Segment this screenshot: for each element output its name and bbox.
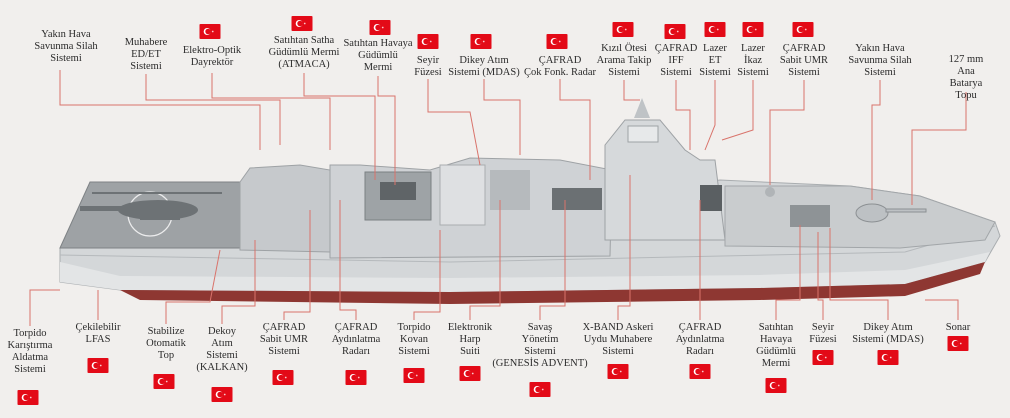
- leader-line: [829, 228, 889, 320]
- turkish-flag-icon: [704, 22, 726, 37]
- leader-line: [29, 289, 60, 326]
- leader-line: [339, 200, 357, 320]
- leader-line: [221, 240, 256, 324]
- bottom-label: Dekoy Atım Sistemi (KALKAN): [196, 326, 248, 373]
- turkish-flag-icon: [607, 364, 629, 379]
- leader-line: [704, 80, 716, 151]
- leader-line: [911, 92, 967, 205]
- bottom-label: ÇAFRAD Aydınlatma Radarı: [675, 322, 725, 357]
- bottom-label: Satıhtan Havaya Güdümlü Mermi: [756, 322, 796, 369]
- bridge-mast: [604, 119, 726, 241]
- turkish-flag-icon: [742, 22, 764, 37]
- leader-line: [817, 232, 824, 320]
- top-label: Yakın Hava Savunma Silah Sistemi: [34, 29, 98, 64]
- turkish-flag-icon: [459, 366, 481, 381]
- leader-line: [925, 299, 959, 320]
- main-gun: [855, 203, 927, 223]
- leader-line: [427, 79, 481, 166]
- turkish-flag-icon: [765, 378, 787, 393]
- leader-line: [283, 210, 311, 320]
- top-label: Elektro-Optik Dayrektör: [182, 45, 242, 68]
- top-label: Muhabere ED/ET Sistemi: [124, 37, 168, 72]
- top-label: Kızıl Ötesi Arama Takip Sistemi: [596, 43, 652, 78]
- top-label: Satıhtan Satha Güdümlü Mermi (ATMACA): [268, 35, 340, 70]
- turkish-flag-icon: [812, 350, 834, 365]
- top-label: Seyir Füzesi: [414, 55, 442, 78]
- turkish-flag-icon: [877, 350, 899, 365]
- bottom-label: Elektronik Harp Suiti: [447, 322, 493, 357]
- leader-line: [145, 74, 281, 145]
- turkish-flag-icon: [291, 16, 313, 31]
- turkish-flag-icon: [403, 368, 425, 383]
- turkish-flag-icon: [417, 34, 439, 49]
- bottom-label: Dikey Atım Sistemi (MDAS): [852, 322, 924, 345]
- leader-line: [769, 80, 805, 185]
- bottom-label: Sonar: [945, 322, 971, 333]
- leader-line: [413, 230, 441, 320]
- turkish-flag-icon: [87, 358, 109, 373]
- waterline: [120, 262, 985, 304]
- top-label: Lazer ET Sistemi: [699, 43, 731, 78]
- turkish-flag-icon: [664, 24, 686, 39]
- leader-line: [559, 79, 591, 180]
- leader-line: [469, 200, 501, 320]
- top-label: Satıhtan Havaya Güdümlü Mermi: [343, 38, 413, 73]
- leader-line: [165, 249, 221, 324]
- turkish-flag-icon: [947, 336, 969, 351]
- turkish-flag-icon: [272, 370, 294, 385]
- turkish-flag-icon: [199, 24, 221, 39]
- leader-line: [675, 80, 691, 150]
- turkish-flag-icon: [612, 22, 634, 37]
- leader-line: [871, 80, 881, 200]
- leader-line: [539, 200, 566, 320]
- turkish-flag-icon: [546, 34, 568, 49]
- top-label: 127 mm Ana Batarya Topu: [948, 54, 984, 101]
- top-label: Yakın Hava Savunma Silah Sistemi: [848, 43, 912, 78]
- leader-line: [303, 73, 376, 180]
- bottom-label: ÇAFRAD Aydınlatma Radarı: [331, 322, 381, 357]
- bottom-label: Torpido Kovan Sistemi: [397, 322, 431, 357]
- bottom-label: Çekilebilir LFAS: [75, 322, 121, 345]
- bottom-label: ÇAFRAD Sabit UMR Sistemi: [259, 322, 309, 357]
- leader-line: [617, 175, 631, 320]
- top-label: ÇAFRAD IFF Sistemi: [654, 43, 698, 78]
- helicopter: [80, 192, 222, 220]
- leader-line: [377, 76, 396, 185]
- leader-line: [59, 70, 261, 150]
- turkish-flag-icon: [211, 387, 233, 402]
- leader-line: [211, 73, 331, 150]
- top-label: Lazer İkaz Sistemi: [737, 43, 769, 78]
- leader-line: [483, 79, 521, 155]
- top-label: Dikey Atım Sistemi (MDAS): [448, 55, 520, 78]
- top-label: ÇAFRAD Sabit UMR Sistemi: [779, 43, 829, 78]
- bottom-label: Stabilize Otomatik Top: [146, 326, 186, 361]
- turkish-flag-icon: [153, 374, 175, 389]
- turkish-flag-icon: [689, 364, 711, 379]
- bottom-label: X-BAND Askeri Uydu Muhabere Sistemi: [582, 322, 654, 357]
- leader-line: [623, 80, 640, 101]
- turkish-flag-icon: [529, 382, 551, 397]
- turkish-flag-icon: [345, 370, 367, 385]
- turkish-flag-icon: [792, 22, 814, 37]
- leader-line: [721, 80, 754, 141]
- bottom-label: Torpido Karıştırma Aldatma Sistemi: [7, 328, 53, 375]
- hull-side: [60, 252, 990, 292]
- turkish-flag-icon: [17, 390, 39, 405]
- turkish-flag-icon: [470, 34, 492, 49]
- bottom-label: Seyir Füzesi: [809, 322, 837, 345]
- bottom-label: Savaş Yönetim Sistemi (GENESİS ADVENT): [492, 322, 588, 369]
- leader-line: [775, 225, 801, 320]
- turkish-flag-icon: [369, 20, 391, 35]
- top-label: ÇAFRAD Çok Fonk. Radar: [523, 55, 597, 78]
